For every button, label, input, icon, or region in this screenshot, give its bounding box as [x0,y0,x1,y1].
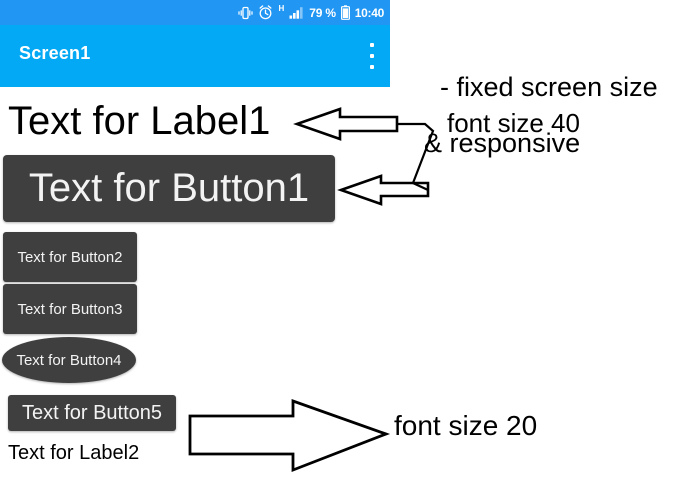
annotation-font-size-20: font size 20 [394,410,538,441]
button1[interactable]: Text for Button1 [3,155,335,222]
annotation-note-line2: & responsive [424,128,581,159]
app-content-area: Text for Label1 Text for Button1 Text fo… [0,87,390,482]
label2: Text for Label2 [8,442,140,464]
alarm-clock-icon [258,5,273,20]
vibrate-icon [238,6,254,20]
button2[interactable]: Text for Button2 [3,232,137,282]
label1: Text for Label1 [8,99,271,143]
button3[interactable]: Text for Button3 [3,284,137,334]
overflow-dot [370,43,374,47]
annotation-font-size-40: font size 40 [447,108,580,138]
phone-screen-mock: H 79 % 10:40 Screen1 [0,0,390,482]
annotation-fixed-screen-note: - fixed screen size & responsive [410,45,658,213]
android-status-bar: H 79 % 10:40 [0,0,390,25]
annotation-note-line1: - fixed screen size [440,72,658,103]
network-type-label: H [278,4,285,13]
signal-bars-icon [289,6,304,19]
overflow-dot [370,54,374,58]
overflow-dot [370,65,374,69]
button4-oval[interactable]: Text for Button4 [2,337,136,383]
button5[interactable]: Text for Button5 [8,395,176,431]
app-title-bar: Screen1 [0,25,390,87]
battery-percent-label: 79 % [309,5,336,20]
overflow-menu-icon[interactable] [369,43,375,69]
battery-icon [340,5,350,20]
brace-connector [397,122,435,191]
clock-time-label: 10:40 [354,5,385,20]
page-title: Screen1 [19,43,91,63]
